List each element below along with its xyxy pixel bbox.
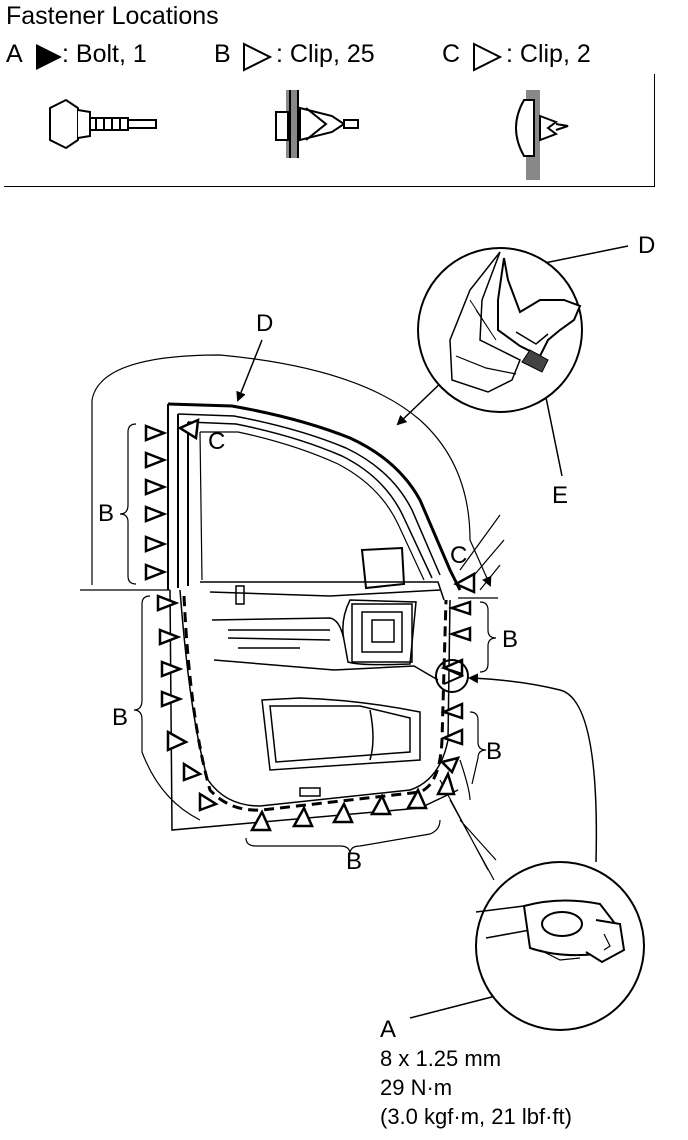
clip-c-illustration-icon: [515, 90, 569, 180]
callout-a: A: [380, 1016, 397, 1043]
bolt-symbol-icon: [36, 44, 62, 70]
clip-b-illustration-icon: [275, 90, 359, 158]
body-pillar: [439, 514, 505, 881]
callout-c-right: C: [450, 542, 468, 569]
callout-e: E: [552, 482, 569, 509]
callout-braces: [119, 423, 497, 855]
callout-b-right-lower: B: [486, 738, 503, 765]
legend-text-clip-c: : Clip, 2: [506, 40, 591, 68]
legend-frame: [4, 74, 655, 187]
bolt-location-circle: [435, 659, 469, 693]
callout-d-detail: D: [638, 232, 656, 259]
clip-b-symbol-icon: [243, 42, 273, 72]
callout-d-door: D: [256, 310, 274, 337]
callout-b-upper-left: B: [98, 500, 115, 527]
door-frame: [167, 402, 462, 591]
bolt-detail: [475, 861, 645, 1031]
legend-text-bolt: : Bolt, 1: [62, 40, 147, 68]
legend-letter-a: A: [6, 40, 23, 68]
page-title: Fastener Locations: [6, 2, 219, 30]
legend-letter-b: B: [214, 40, 231, 68]
mirror-icon: [360, 546, 406, 590]
bolt-illustration-icon: [49, 98, 157, 150]
legend-letter-c: C: [442, 40, 461, 68]
callout-c-top: C: [208, 428, 226, 455]
window-sweep-arc: [91, 354, 492, 587]
callout-b-right-upper: B: [502, 626, 519, 653]
legend-text-clip-b: : Clip, 25: [276, 40, 375, 68]
bolt-torque-alt-text: (3.0 kgf·m, 21 lbf·ft): [380, 1104, 572, 1129]
weatherstrip-detail: [417, 247, 583, 413]
clip-b-markers: [144, 424, 472, 832]
callout-b-bottom: B: [346, 848, 363, 875]
callout-b-lower-left: B: [112, 704, 129, 731]
bolt-torque-text: 29 N·m: [380, 1075, 453, 1100]
clip-c-markers: [177, 417, 476, 594]
bolt-size-text: 8 x 1.25 mm: [380, 1046, 502, 1071]
dashed-clip-line: [182, 595, 448, 812]
clip-c-symbol-icon: [473, 42, 503, 72]
